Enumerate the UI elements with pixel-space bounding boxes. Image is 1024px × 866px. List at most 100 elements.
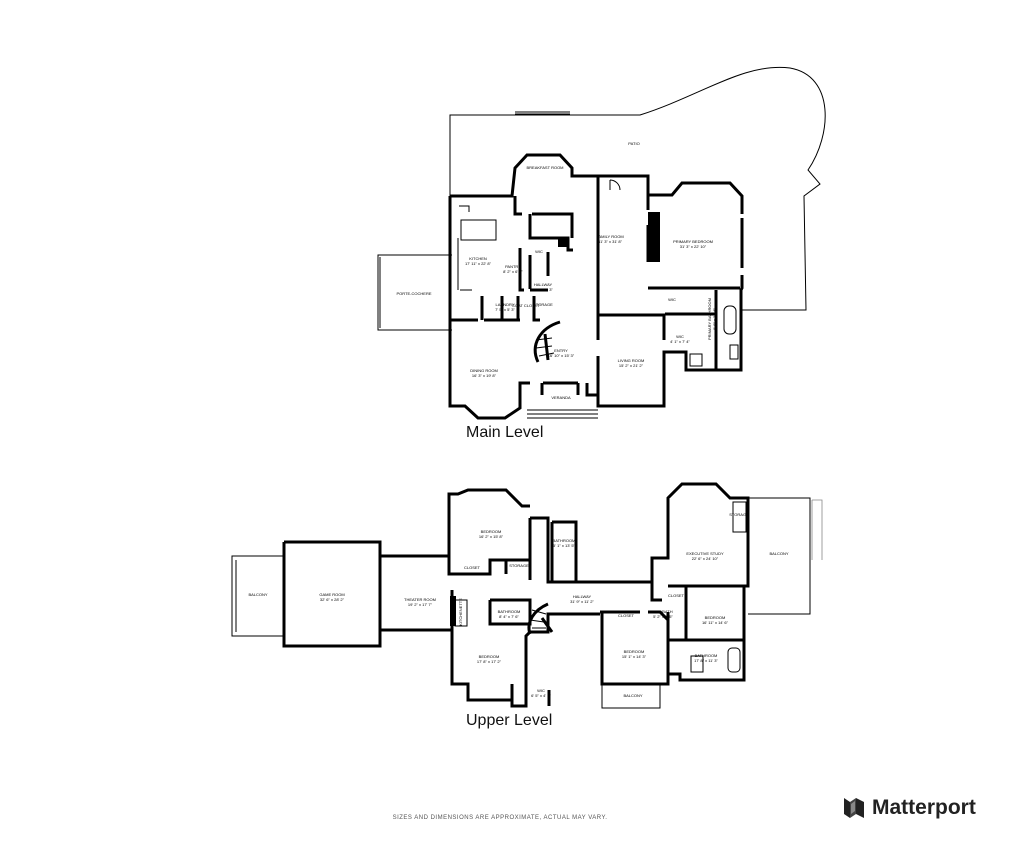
svg-text:COAT CLOSET: COAT CLOSET (512, 303, 540, 308)
room-label-balcony-left: BALCONY (248, 592, 267, 597)
room-label-wic2: WIC (668, 297, 676, 302)
svg-text:4' 1" x 7' 4": 4' 1" x 7' 4" (670, 339, 690, 344)
svg-text:BEDROOM: BEDROOM (624, 649, 645, 654)
room-label-coat-closet: COAT CLOSET (512, 303, 540, 308)
svg-text:3' 9" x 7' 3": 3' 9" x 7' 3" (533, 287, 553, 292)
room-label-bedroom-top: BEDROOM 16' 2" x 15' 8" (479, 529, 504, 539)
upper-exterior-walls (282, 482, 750, 708)
room-label-primary-bath: PRIMARY BATHROOM 8' 8" x 21' 6" (707, 298, 717, 340)
room-label-bath-small: BATHROOM 5' 1" x 13' 5" (553, 538, 576, 548)
svg-text:6' 5" x 4' 1": 6' 5" x 4' 1" (531, 693, 551, 698)
upper-level-label: Upper Level (466, 712, 553, 729)
svg-text:8' 4" x 7' 6": 8' 4" x 7' 6" (499, 614, 519, 619)
svg-text:BATHROOM: BATHROOM (695, 653, 718, 658)
svg-text:16' 3" x 19' 8": 16' 3" x 19' 8" (472, 373, 497, 378)
svg-text:16' 10" x 15' 3": 16' 10" x 15' 3" (548, 353, 575, 358)
svg-text:STORAGE: STORAGE (533, 302, 553, 307)
room-label-bedroom-lower: BEDROOM 17' 8" x 17' 2" (477, 654, 502, 664)
main-level-plan: PATIO BREAKFAST ROOM FAMILY ROOM 31' 3" … (377, 66, 826, 420)
porte-cochere-outline (377, 254, 452, 331)
patio-outline (449, 66, 826, 311)
room-label-breakfast: BREAKFAST ROOM (526, 165, 563, 170)
room-label-hallway: HALLWAY 3' 9" x 7' 3" (533, 282, 553, 292)
room-label-theater-room: THEATER ROOM 19' 2" x 17' 7" (404, 597, 436, 607)
svg-text:HALLWAY: HALLWAY (534, 282, 553, 287)
svg-text:17' 8" x 11' 3": 17' 8" x 11' 3" (694, 658, 718, 663)
upper-level-plan: BEDROOM 16' 2" x 15' 8" CLOSET STORAGE B… (231, 482, 823, 709)
room-label-bath-mid: BATHROOM 8' 4" x 7' 6" (498, 609, 521, 619)
svg-text:KITCHENETTE: KITCHENETTE (458, 598, 463, 626)
svg-text:WIC: WIC (668, 297, 676, 302)
room-label-living: LIVING ROOM 15' 2" x 21' 2" (618, 358, 645, 368)
balcony-left-outline (231, 555, 284, 637)
svg-text:BEDROOM: BEDROOM (479, 654, 500, 659)
svg-text:STORAGE: STORAGE (509, 563, 529, 568)
svg-text:5' 1" x 13' 5": 5' 1" x 13' 5" (553, 543, 576, 548)
room-label-closet-up2: CLOSET (668, 593, 685, 598)
room-label-wic3: WIC 4' 1" x 7' 4" (670, 334, 690, 344)
room-label-balcony-right: BALCONY (769, 551, 788, 556)
svg-text:WIC: WIC (676, 334, 684, 339)
svg-text:BALCONY: BALCONY (623, 693, 642, 698)
room-label-bedroom-mid: BEDROOM 15' 1" x 14' 3" (622, 649, 647, 659)
main-interior-walls (450, 176, 740, 395)
svg-text:CLOSET: CLOSET (668, 593, 685, 598)
room-label-veranda: VERANDA (551, 395, 571, 400)
svg-text:31' 9" x 11' 2": 31' 9" x 11' 2" (570, 599, 594, 604)
upper-stair (527, 602, 554, 635)
disclaimer-text: SIZES AND DIMENSIONS ARE APPROXIMATE, AC… (392, 815, 608, 821)
svg-text:BEDROOM: BEDROOM (705, 615, 726, 620)
svg-text:CLOSET: CLOSET (618, 613, 635, 618)
room-label-balcony-small: BALCONY (623, 693, 642, 698)
svg-text:BALCONY: BALCONY (248, 592, 267, 597)
room-label-bath-right: BATHROOM 17' 8" x 11' 3" (694, 653, 718, 663)
svg-text:17' 11" x 22' 8": 17' 11" x 22' 8" (465, 261, 492, 266)
svg-text:PANTRY: PANTRY (505, 264, 521, 269)
room-label-wic1: WIC (535, 249, 543, 254)
svg-text:31' 3" x 31' 8": 31' 3" x 31' 8" (598, 239, 623, 244)
room-label-wic-up: WIC 6' 5" x 4' 1" (531, 688, 551, 698)
svg-text:8' 2" x 6' 7": 8' 2" x 6' 7" (503, 269, 523, 274)
svg-text:WIC: WIC (537, 688, 545, 693)
matterport-logo-icon (844, 798, 864, 818)
balcony-right-outline (748, 497, 811, 615)
room-label-kitchen: KITCHEN 17' 11" x 22' 8" (465, 256, 492, 266)
svg-text:DINING ROOM: DINING ROOM (470, 368, 498, 373)
svg-text:BREAKFAST ROOM: BREAKFAST ROOM (526, 165, 563, 170)
room-label-dining: DINING ROOM 16' 3" x 19' 8" (470, 368, 498, 378)
room-label-closet-up: CLOSET (618, 613, 635, 618)
svg-text:FAMILY ROOM: FAMILY ROOM (596, 234, 623, 239)
brand: Matterport (842, 796, 976, 820)
room-label-pantry: PANTRY 8' 2" x 6' 7" (503, 264, 523, 274)
room-label-kitchenette: KITCHENETTE (458, 598, 463, 626)
svg-text:BALCONY: BALCONY (769, 551, 788, 556)
svg-text:16' 2" x 15' 8": 16' 2" x 15' 8" (479, 534, 504, 539)
svg-text:8' 8" x 21' 6": 8' 8" x 21' 6" (712, 307, 717, 330)
svg-text:16' 11" x 14' 6": 16' 11" x 14' 6" (702, 620, 729, 625)
svg-text:GAME ROOM: GAME ROOM (319, 592, 344, 597)
svg-text:VERANDA: VERANDA (551, 395, 571, 400)
room-label-wic-up2: WIC/BATH 5' 2" x 6' 5" (653, 609, 673, 619)
room-label-hallway-upper: HALLWAY 31' 9" x 11' 2" (570, 594, 594, 604)
room-label-storage: STORAGE (533, 302, 553, 307)
svg-text:7' 5" x 5' 3": 7' 5" x 5' 3" (495, 307, 515, 312)
svg-text:17' 8" x 17' 2": 17' 8" x 17' 2" (477, 659, 502, 664)
room-label-storage-top: STORAGE (509, 563, 529, 568)
room-label-executive-study: EXECUTIVE STUDY 22' 6" x 24' 10" (686, 551, 724, 561)
svg-text:31' 3" x 22' 10": 31' 3" x 22' 10" (680, 244, 707, 249)
svg-text:LAUNDRY: LAUNDRY (495, 302, 514, 307)
svg-text:BATHROOM: BATHROOM (498, 609, 521, 614)
room-label-porte-cochere: PORTE-COCHERE (396, 291, 431, 296)
svg-text:5' 2" x 6' 5": 5' 2" x 6' 5" (653, 614, 673, 619)
svg-text:WIC: WIC (535, 249, 543, 254)
fireplace (648, 212, 660, 262)
svg-text:15' 2" x 21' 2": 15' 2" x 21' 2" (619, 363, 644, 368)
room-label-closet-top: CLOSET (464, 565, 481, 570)
svg-text:PRIMARY BEDROOM: PRIMARY BEDROOM (673, 239, 713, 244)
svg-text:STORAGE: STORAGE (729, 512, 749, 517)
room-label-family: FAMILY ROOM 31' 3" x 31' 8" (596, 234, 623, 244)
svg-text:ENTRY: ENTRY (554, 348, 568, 353)
brand-name: Matterport (872, 796, 976, 819)
svg-text:THEATER ROOM: THEATER ROOM (404, 597, 436, 602)
